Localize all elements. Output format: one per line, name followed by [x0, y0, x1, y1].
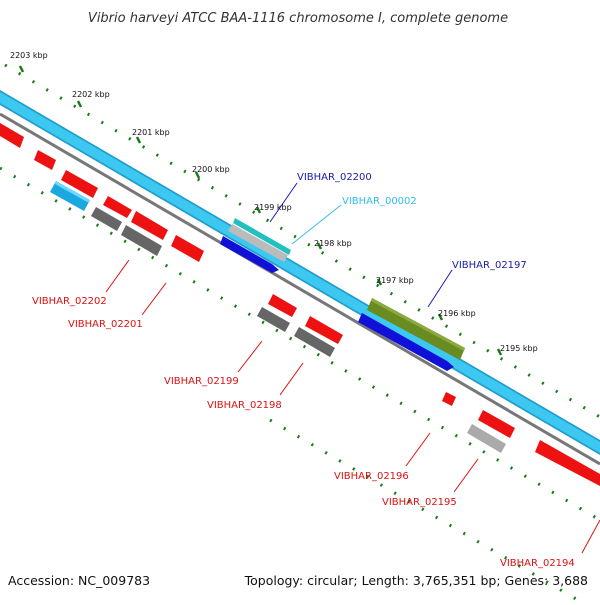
cds-feature	[103, 196, 132, 218]
forward-cds-features	[220, 236, 454, 371]
map-title: Vibrio harveyi ATCC BAA-1116 chromosome …	[88, 11, 508, 26]
cds-feature	[268, 294, 297, 317]
gene-label-vibhar-02195: VIBHAR_02195	[382, 497, 457, 508]
cds-feature	[478, 410, 515, 438]
cds-feature	[220, 236, 279, 273]
gray-cds-features	[91, 207, 506, 453]
gene-label-vibhar-02201: VIBHAR_02201	[68, 319, 143, 330]
gene-labels: VIBHAR_02200 VIBHAR_00002 VIBHAR_02197 V…	[32, 172, 575, 569]
kbp-label: 2198 kbp	[314, 239, 352, 248]
cds-feature	[305, 316, 343, 344]
inner-ring	[0, 112, 600, 466]
backbone-ring	[0, 90, 600, 455]
outer-tick-ring	[4, 63, 600, 419]
gene-label-vibhar-02197: VIBHAR_02197	[452, 260, 527, 271]
cds-feature	[467, 424, 506, 453]
kbp-label: 2202 kbp	[72, 90, 110, 99]
cds-feature	[121, 225, 162, 256]
kbp-label: 2201 kbp	[132, 128, 170, 137]
gene-label-vibhar-00002: VIBHAR_00002	[342, 196, 417, 207]
cds-feature	[34, 150, 56, 170]
gene-label-vibhar-02194: VIBHAR_02194	[500, 558, 575, 569]
trna-features	[228, 218, 291, 262]
topology-text: Topology: circular; Length: 3,765,351 bp…	[244, 573, 588, 588]
rrna-feature	[367, 298, 465, 360]
gene-label-vibhar-02199: VIBHAR_02199	[164, 376, 239, 387]
accession-text: Accession: NC_009783	[8, 573, 150, 588]
kbp-label: 2195 kbp	[500, 344, 538, 353]
cds-feature	[442, 392, 456, 406]
gene-label-vibhar-02202: VIBHAR_02202	[32, 296, 107, 307]
cds-feature	[171, 235, 204, 262]
label-connectors	[105, 182, 600, 554]
kbp-label: 2196 kbp	[438, 309, 476, 318]
cds-light-blue	[50, 181, 90, 211]
kbp-label: 2200 kbp	[192, 165, 230, 174]
gene-label-vibhar-02198: VIBHAR_02198	[207, 400, 282, 411]
cds-feature	[131, 211, 168, 240]
gene-label-vibhar-02196: VIBHAR_02196	[334, 471, 409, 482]
kbp-label: 2197 kbp	[376, 276, 414, 285]
cds-feature	[61, 170, 98, 198]
kbp-labels: 2203 kbp 2202 kbp 2201 kbp 2200 kbp 2199…	[10, 51, 538, 353]
kbp-label: 2199 kbp	[254, 203, 292, 212]
cds-feature	[294, 327, 335, 357]
reverse-cds-features	[0, 123, 600, 486]
cds-feature	[0, 123, 24, 148]
cds-feature	[358, 313, 454, 371]
trna-feature	[233, 218, 291, 255]
cds-feature	[257, 307, 290, 332]
kbp-label: 2203 kbp	[10, 51, 48, 60]
major-ticks	[18, 65, 503, 356]
gene-label-vibhar-02200: VIBHAR_02200	[297, 172, 372, 183]
cds-feature	[91, 207, 122, 231]
cds-feature	[535, 440, 600, 486]
trna-feature	[228, 224, 288, 262]
